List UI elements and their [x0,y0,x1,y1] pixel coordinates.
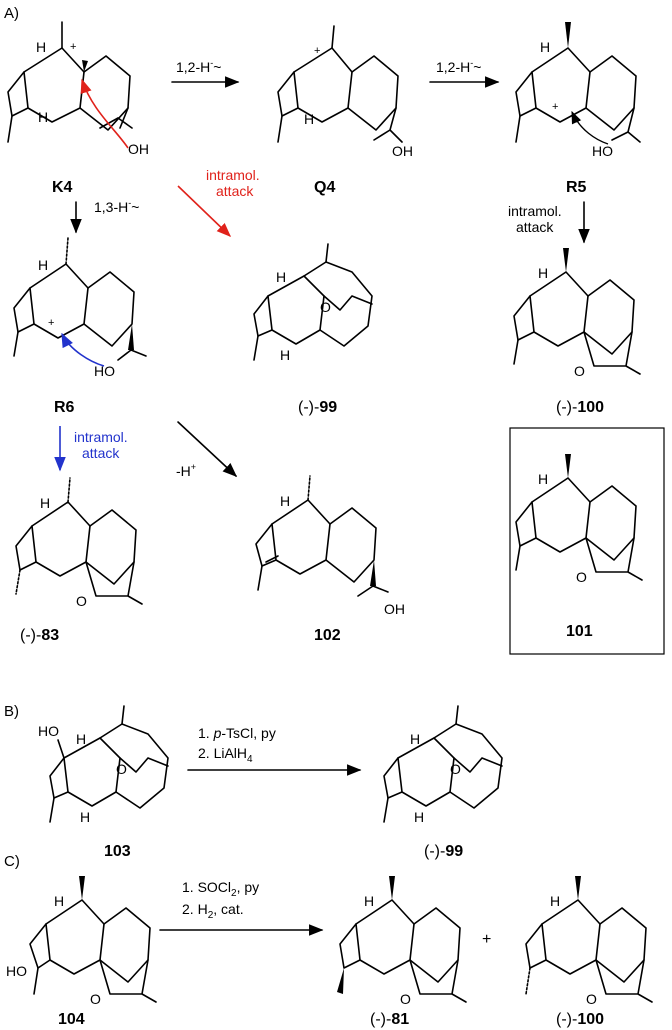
arrow-r6-to-102 [177,421,238,477]
label-reagent-c2: 2. H2, cat. [182,901,244,921]
hydroxyl-ho: HO [6,963,27,979]
arrow-k4-to-99 [177,185,232,237]
atom-h: H [280,347,290,363]
compound-label-100: (-)-100 [556,399,604,416]
structure-k4: H H + OH K4 [7,21,149,196]
hydroxyl-ho: HO [592,143,613,159]
structure-104: HO O H 104 [6,876,157,1028]
structure-81: O H (-)-81 [337,876,467,1028]
atom-h: H [304,111,314,127]
label-reagent-b1: 1. p-TsCl, py [198,725,276,741]
atom-h: H [550,893,560,909]
compound-label-83: (-)-83 [20,627,59,644]
ether-oxygen: O [576,569,587,585]
section-label-c: C) [4,853,20,870]
compound-label-99: (-)-99 [298,399,337,416]
compound-label-103: 103 [104,843,131,860]
cation-charge: + [70,41,76,53]
cation-charge: + [48,317,54,329]
compound-label-104: 104 [58,1011,85,1028]
atom-h: H [410,731,420,747]
compound-label-99-b: (-)-99 [424,843,463,860]
structure-99: O H H (-)-99 [253,243,373,416]
hydroxyl-oh: OH [384,601,405,617]
atom-h: H [80,809,90,825]
hydroxyl-ho: HO [38,723,59,739]
label-shift-1-3: 1,3-H-~ [94,198,139,215]
structure-99-b: H H O (-)-99 [383,705,503,860]
atom-h: H [40,495,50,511]
label-red-attack: attack [216,183,254,199]
compound-label-q4: Q4 [314,179,335,196]
hydroxyl-ho: HO [94,363,115,379]
label-blue-attack: intramol. [74,429,128,445]
compound-label-102: 102 [314,627,341,644]
plus-sign: + [482,931,491,948]
label-blue-attack: attack [82,445,120,461]
compound-label-101: 101 [566,623,593,640]
atom-h: H [38,109,48,125]
ether-oxygen: O [574,363,585,379]
structure-103: HO H H O 103 [38,705,169,860]
atom-h: H [54,893,64,909]
atom-h: H [538,471,548,487]
hydroxyl-oh: OH [128,141,149,157]
label-reagent-c1: 1. SOCl2, py [182,879,259,899]
ether-oxygen: O [450,761,461,777]
structure-101: O H 101 [515,454,643,640]
label-red-attack: intramol. [206,167,260,183]
compound-label-100-c: (-)-100 [556,1011,604,1028]
ether-oxygen: O [116,761,127,777]
atom-h: H [76,731,86,747]
label-r5-attack: intramol. [508,203,562,219]
ether-oxygen: O [320,299,331,315]
section-label-b: B) [4,703,19,720]
ether-oxygen: O [586,991,597,1007]
label-shift-1-2: 1,2-H-~ [176,58,221,75]
cation-charge: + [314,45,320,57]
structure-r6: H + HO R6 [13,237,147,416]
structure-100: O H (-)-100 [513,248,641,416]
atom-h: H [276,269,286,285]
structure-83: O H (-)-83 [15,477,143,644]
atom-h: H [414,809,424,825]
atom-h: H [38,257,48,273]
ether-oxygen: O [90,991,101,1007]
atom-h: H [364,893,374,909]
cation-charge: + [552,101,558,113]
label-shift-1-2: 1,2-H-~ [436,58,481,75]
compound-label-r6: R6 [54,399,75,416]
structure-100-c: O H (-)-100 [525,876,653,1028]
section-label-a: A) [4,5,19,22]
compound-label-81: (-)-81 [370,1011,409,1028]
atom-h: H [36,39,46,55]
compound-label-k4: K4 [52,179,73,196]
label-r5-attack: attack [516,219,554,235]
label-elimination: -H+ [176,462,196,479]
atom-h: H [280,493,290,509]
ether-oxygen: O [400,991,411,1007]
atom-h: H [540,39,550,55]
atom-h: H [538,265,548,281]
ether-oxygen: O [76,593,87,609]
box-101 [509,427,665,655]
hydroxyl-oh: OH [392,143,413,159]
structure-102: H OH 102 [255,475,405,644]
structure-r5: H + HO R5 [515,22,641,196]
label-reagent-b2: 2. LiAlH4 [198,745,253,765]
structure-q4: + H OH Q4 [277,25,413,196]
compound-label-r5: R5 [566,179,587,196]
